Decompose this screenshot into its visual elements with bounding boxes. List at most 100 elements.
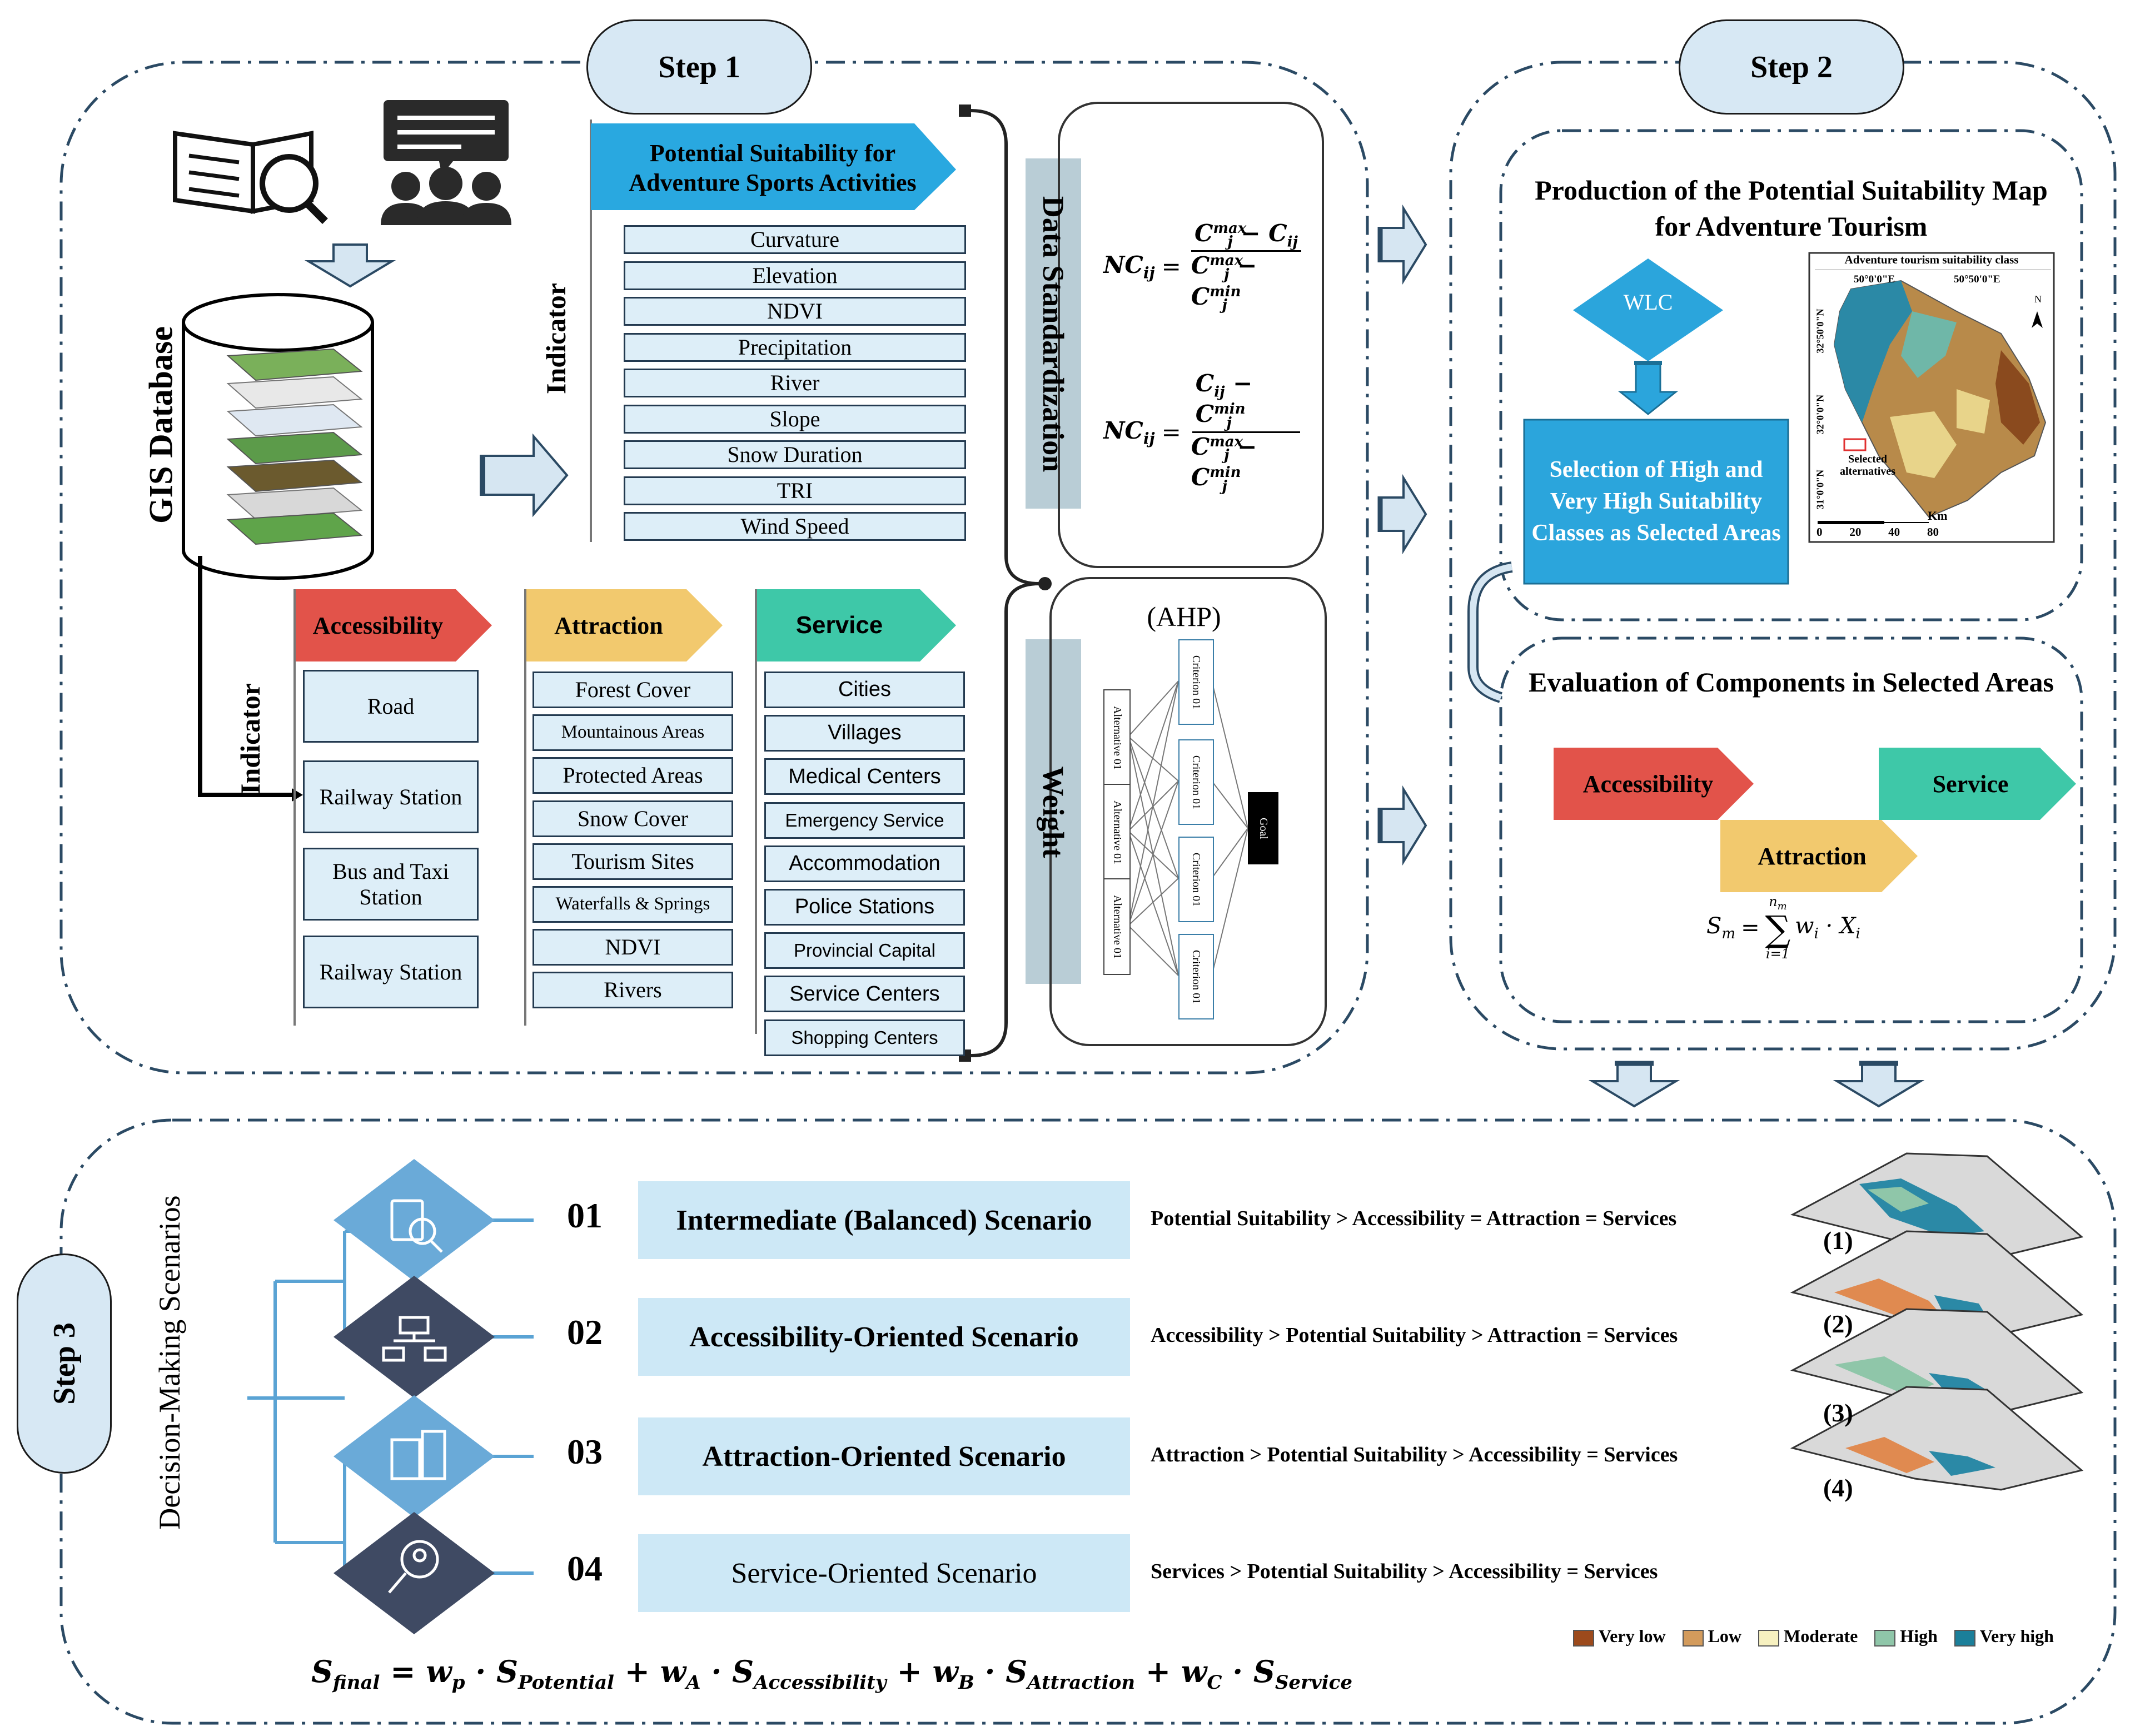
sm-upper: n: [1769, 894, 1778, 909]
scenario-name: Attraction-Oriented Scenario: [702, 1440, 1066, 1473]
sm-x: X: [1840, 913, 1856, 939]
potential-item: Wind Speed: [624, 512, 966, 541]
arrow-down-1: [304, 243, 396, 288]
potential-item: NDVI: [624, 297, 966, 326]
scale-tick: 80: [1927, 525, 1939, 539]
evaluation-frame: [1499, 636, 2083, 1023]
weight-label: Weight: [1037, 766, 1070, 858]
evaluation-title: Evaluation of Components in Selected Are…: [1529, 666, 2054, 698]
f1-den-a: C: [1191, 252, 1210, 280]
attraction-title: Attraction: [554, 611, 663, 639]
potential-item: Precipitation: [624, 332, 966, 362]
attraction-item: Waterfalls & Springs: [532, 886, 733, 923]
accessibility-item: Railway Station: [303, 760, 479, 833]
service-item: Service Centers: [764, 976, 965, 1013]
arrows-step1-step2: [1380, 204, 1427, 866]
legend-label: Very high: [1979, 1626, 2054, 1646]
service-item: Accommodation: [764, 845, 965, 882]
scenario-name-box: Attraction-Oriented Scenario: [638, 1417, 1130, 1495]
selection-label: Selection of High and Very High Suitabil…: [1531, 457, 1781, 546]
production-title: Production of the Potential Suitability …: [1535, 175, 2048, 242]
scenario-name: Service-Oriented Scenario: [731, 1557, 1037, 1589]
ff-b: B: [958, 1671, 974, 1694]
potential-item: River: [624, 369, 966, 397]
eval-service: [1879, 748, 2076, 820]
gis-cylinder: [182, 293, 374, 580]
stacked-map-label: (1): [1823, 1226, 1853, 1255]
legend-swatch: [1954, 1629, 1975, 1647]
ff-final: final: [333, 1671, 380, 1694]
accessibility-item: Road: [303, 670, 479, 743]
attraction-item: Rivers: [532, 972, 733, 1009]
step2-frame: [1449, 61, 2117, 1051]
f2-num-minus-sup: min: [1214, 401, 1246, 418]
f2-num-minus-sub: j: [1226, 414, 1232, 431]
ff-accessibility: Accessibility: [754, 1671, 887, 1694]
attraction-item: Snow Cover: [532, 800, 733, 837]
ahp-alternative-label: Alternative 01: [1111, 705, 1123, 770]
ahp-criterion-node: Criterion 01: [1178, 739, 1214, 825]
f2-den-b-sup: min: [1210, 464, 1241, 481]
ff-attraction: Attraction: [1027, 1671, 1136, 1694]
stacked-maps: [1790, 1152, 2084, 1491]
arrow-right-1: [482, 433, 569, 518]
ff-s: S: [311, 1654, 333, 1689]
suitability-map: [1808, 252, 2055, 543]
ff-a: A: [686, 1671, 701, 1694]
attraction-item: Forest Cover: [532, 671, 733, 708]
map-lat3: 31°0'0"N: [1814, 469, 1826, 510]
ff-s4: S: [1006, 1654, 1028, 1689]
ahp-title: (AHP): [1147, 601, 1221, 632]
step3-pill: Step 3: [17, 1253, 112, 1474]
ahp-alternative-node: Alternative 01: [1103, 878, 1131, 975]
sm-lower: i=1: [1765, 946, 1790, 962]
potential-item: Slope: [624, 404, 966, 434]
attraction-item: Protected Areas: [532, 757, 733, 794]
stacked-map-label: (4): [1823, 1474, 1853, 1502]
standardization-formula-1: NCij = Cmaxj − Cij Cmaxj − Cminj: [1103, 220, 1305, 314]
f2-den-b-sub: j: [1222, 477, 1227, 495]
production-frame: [1499, 129, 2083, 621]
attraction-chevron: [525, 589, 723, 661]
arrows-down-step3: [1588, 1063, 1925, 1108]
service-item: Provincial Capital: [764, 932, 965, 969]
scale-tick: 0: [1817, 525, 1823, 539]
ff-potential: Potential: [517, 1671, 614, 1694]
map-title: Adventure tourism suitability class: [1844, 253, 2019, 266]
scenario-number: 04: [567, 1549, 603, 1588]
service-item: Emergency Service: [764, 802, 965, 839]
f2-num-sub: ij: [1214, 384, 1225, 401]
service-item: Shopping Centers: [764, 1019, 965, 1056]
f1-den-b-sub: j: [1222, 297, 1227, 314]
ff-service: Service: [1275, 1671, 1352, 1694]
map-lat2: 32°0'0"N: [1814, 394, 1826, 435]
step1-label: Step 1: [658, 49, 740, 84]
eval-accessibility-label: Accessibility: [1582, 770, 1714, 798]
f1-num-minus: C: [1268, 220, 1287, 247]
f1-den-b: C: [1191, 282, 1210, 310]
f2-num-minus: C: [1195, 400, 1215, 428]
scenario-diamond-4: [334, 1512, 495, 1634]
legend-swatch: [1573, 1629, 1594, 1647]
step3-frame: [59, 1118, 2117, 1725]
meeting-graphic: [381, 100, 511, 225]
potential-item: Curvature: [624, 225, 966, 254]
step3-label: Step 3: [47, 1322, 82, 1405]
f2-num: C: [1195, 370, 1215, 397]
sm-w: w: [1795, 913, 1814, 939]
legend-label: Moderate: [1784, 1626, 1858, 1646]
service-item: Villages: [764, 715, 965, 752]
ahp-criterion-node: Criterion 01: [1178, 934, 1214, 1019]
ff-wp: w: [426, 1654, 452, 1689]
service-item: Police Stations: [764, 889, 965, 926]
ff-wc: w: [1181, 1654, 1207, 1689]
potential-item: TRI: [624, 476, 966, 505]
ahp-goal-label: Goal: [1257, 817, 1270, 839]
scale-unit: Km: [1928, 509, 1948, 523]
service-title: Service: [795, 611, 883, 639]
eval-service-label: Service: [1932, 770, 2009, 798]
scenario-number: 01: [567, 1196, 603, 1235]
scenario-diamond-3: [334, 1395, 495, 1518]
